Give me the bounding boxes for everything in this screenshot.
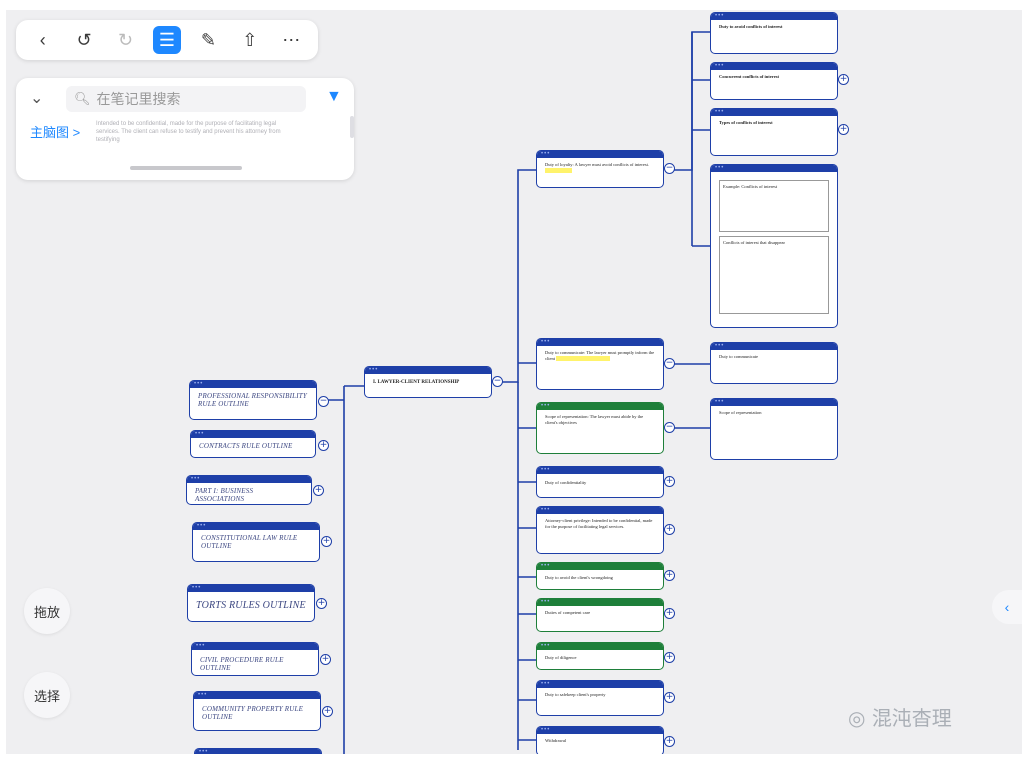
expand-icon[interactable]: + bbox=[664, 476, 675, 487]
center-node[interactable]: ••• I. LAWYER-CLIENT RELATIONSHIP bbox=[364, 366, 492, 398]
mindmap-connectors bbox=[324, 31, 710, 754]
search-icon: 🔍︎ bbox=[74, 91, 91, 106]
outline-view-icon[interactable]: ☰ bbox=[152, 26, 181, 54]
expand-icon[interactable]: + bbox=[313, 485, 324, 496]
watermark: ◎ 混沌杳理 bbox=[848, 706, 952, 730]
edit-icon[interactable]: ✎ bbox=[200, 29, 216, 50]
outline-node[interactable]: ••• PART I: BUSINESS ASSOCIATIONS bbox=[186, 475, 312, 505]
outline-node[interactable]: ••• COMMUNITY PROPERTY RULE OUTLINE bbox=[193, 691, 321, 731]
expand-icon[interactable]: + bbox=[664, 524, 675, 535]
panel-resize-handle[interactable] bbox=[130, 166, 242, 170]
highlighted-text bbox=[556, 356, 611, 361]
chevron-left-icon[interactable]: ‹ bbox=[992, 590, 1022, 624]
collapse-icon[interactable]: − bbox=[664, 358, 675, 369]
collapse-icon[interactable]: − bbox=[664, 163, 675, 174]
mid-node[interactable]: ••• Withdrawal bbox=[536, 726, 664, 754]
expand-icon[interactable]: + bbox=[321, 536, 332, 547]
search-panel: ⌄ 🔍︎ 在笔记里搜索 ▼ 主脑图 > Intended to be confi… bbox=[16, 78, 354, 180]
collapse-icon[interactable]: − bbox=[492, 376, 503, 387]
search-placeholder: 在笔记里搜索 bbox=[96, 91, 181, 107]
share-icon[interactable]: ⇧ bbox=[242, 29, 258, 50]
drag-button[interactable]: 拖放 bbox=[24, 588, 70, 634]
chevron-down-icon[interactable]: ⌄ bbox=[30, 90, 44, 107]
mid-node[interactable]: ••• Duty to safekeep client's property bbox=[536, 680, 664, 716]
mindmap-canvas[interactable]: ‹ ↺ ↻ ☰ ✎ ⇧ ⋯ ⌄ 🔍︎ 在笔记里搜索 ▼ 主脑图 > Intend… bbox=[6, 10, 1022, 754]
mid-node[interactable]: ••• Duty of confidentiality bbox=[536, 466, 664, 498]
mid-node[interactable]: ••• Duty of loyalty: A lawyer must avoid… bbox=[536, 150, 664, 188]
redo-icon[interactable]: ↻ bbox=[118, 29, 134, 50]
detail-card[interactable]: ••• Duty to avoid conflicts of interest bbox=[710, 12, 838, 54]
expand-icon[interactable]: + bbox=[838, 74, 849, 85]
outline-node[interactable]: ••• CIVIL PROCEDURE RULE OUTLINE bbox=[191, 642, 319, 676]
scrollbar[interactable] bbox=[350, 116, 354, 138]
more-icon[interactable]: ⋯ bbox=[282, 29, 301, 50]
search-result-snippet[interactable]: Intended to be confidential, made for th… bbox=[96, 121, 281, 143]
collapse-icon[interactable]: − bbox=[664, 422, 675, 433]
expand-icon[interactable]: + bbox=[316, 598, 327, 609]
card-list: Conflicts of interest that disappear bbox=[719, 236, 829, 314]
expand-icon[interactable]: + bbox=[318, 440, 329, 451]
filter-icon[interactable]: ▼ bbox=[326, 88, 342, 105]
outline-node[interactable]: ••• PROFESSIONAL RESPONSIBILITY RULE OUT… bbox=[189, 380, 317, 420]
outline-node[interactable]: ••• bbox=[194, 748, 322, 754]
outline-node[interactable]: ••• TORTS RULES OUTLINE bbox=[187, 584, 315, 622]
undo-icon[interactable]: ↺ bbox=[76, 29, 92, 50]
expand-icon[interactable]: + bbox=[838, 124, 849, 135]
select-button[interactable]: 选择 bbox=[24, 672, 70, 718]
main-mindmap-link[interactable]: 主脑图 > bbox=[30, 125, 81, 140]
detail-card[interactable]: ••• Scope of representation bbox=[710, 398, 838, 460]
expand-icon[interactable]: + bbox=[664, 570, 675, 581]
search-input[interactable]: 🔍︎ 在笔记里搜索 bbox=[66, 86, 306, 112]
back-icon[interactable]: ‹ bbox=[39, 29, 46, 50]
detail-card[interactable]: ••• Types of conflicts of interest bbox=[710, 108, 838, 156]
detail-card[interactable]: ••• Duty to communicate bbox=[710, 342, 838, 384]
collapse-icon[interactable]: − bbox=[318, 396, 329, 407]
mid-node[interactable]: ••• Attorney-client privilege: Intended … bbox=[536, 506, 664, 554]
outline-node[interactable]: ••• CONTRACTS RULE OUTLINE bbox=[190, 430, 316, 458]
expand-icon[interactable]: + bbox=[322, 706, 333, 717]
expand-icon[interactable]: + bbox=[320, 654, 331, 665]
card-example: Example: Conflicts of interest bbox=[719, 180, 829, 232]
mid-node[interactable]: ••• Duty to avoid the client's wrongdoin… bbox=[536, 562, 664, 590]
mid-node[interactable]: ••• Duty of diligence bbox=[536, 642, 664, 670]
mid-node[interactable]: ••• Scope of representation: The lawyer … bbox=[536, 402, 664, 454]
mid-node[interactable]: ••• Duty to communicate: The lawyer must… bbox=[536, 338, 664, 390]
detail-card[interactable]: ••• Example: Conflicts of interest Confl… bbox=[710, 164, 838, 328]
expand-icon[interactable]: + bbox=[664, 652, 675, 663]
mid-node[interactable]: ••• Duties of competent care bbox=[536, 598, 664, 632]
detail-card[interactable]: ••• Concurrent conflicts of interest bbox=[710, 62, 838, 100]
outline-node[interactable]: ••• CONSTITUTIONAL LAW RULE OUTLINE bbox=[192, 522, 320, 562]
top-toolbar: ‹ ↺ ↻ ☰ ✎ ⇧ ⋯ bbox=[16, 20, 318, 60]
highlighted-text bbox=[545, 168, 572, 173]
expand-icon[interactable]: + bbox=[664, 608, 675, 619]
expand-icon[interactable]: + bbox=[664, 692, 675, 703]
expand-icon[interactable]: + bbox=[664, 736, 675, 747]
